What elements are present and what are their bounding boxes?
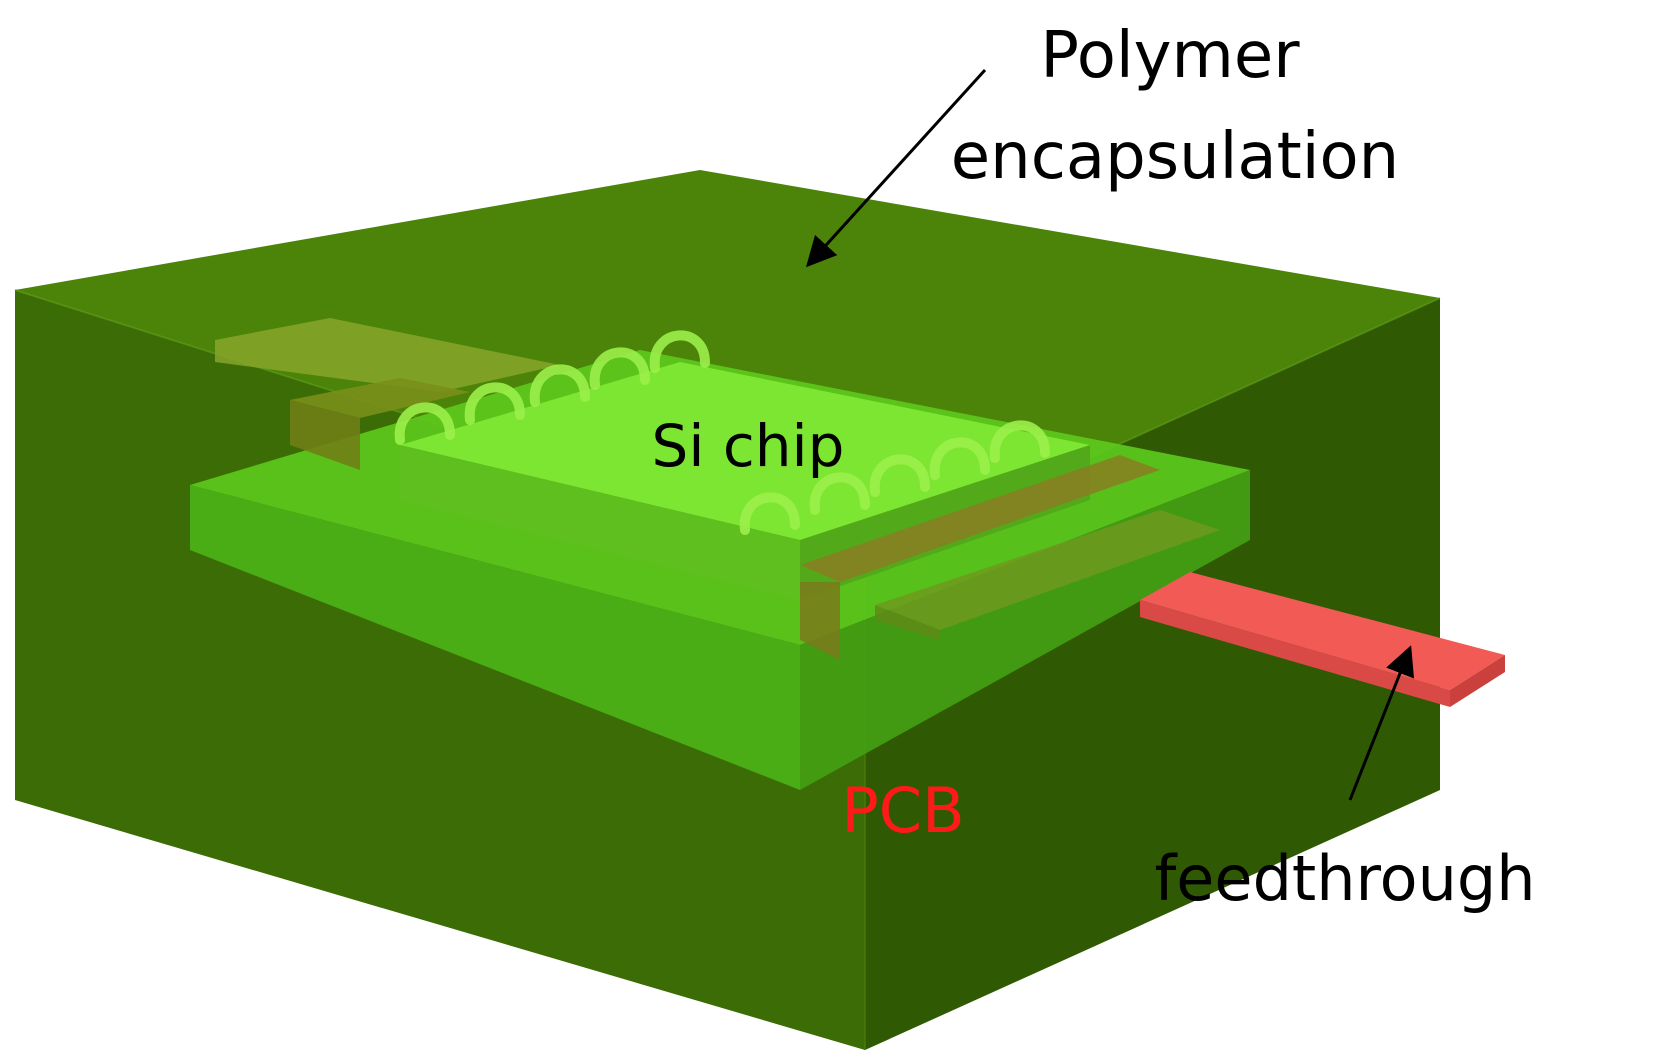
feedthrough-front	[1140, 600, 1450, 707]
feedthrough-label: feedthrough	[1154, 842, 1535, 915]
chip-top-face	[400, 362, 1090, 540]
right-leads	[800, 455, 1220, 660]
polymer-label-line2: encapsulation	[951, 120, 1399, 194]
left-leads	[215, 318, 560, 470]
pcb-front-face	[190, 485, 800, 790]
chip-front-face	[400, 445, 800, 600]
polymer-label-line1: Polymer	[1040, 19, 1300, 93]
pcb-label: PCB	[841, 774, 964, 847]
bond-wires-bottom	[739, 420, 1050, 535]
si-chip-label: Si chip	[652, 412, 845, 480]
polymer-arrow	[805, 68, 987, 268]
encapsulation-right-face	[865, 298, 1440, 1050]
feedthrough-side	[1450, 655, 1505, 707]
encapsulation-top-face	[15, 170, 1440, 560]
feedthrough-arrow	[1348, 645, 1415, 801]
bond-wires-top	[394, 330, 710, 445]
